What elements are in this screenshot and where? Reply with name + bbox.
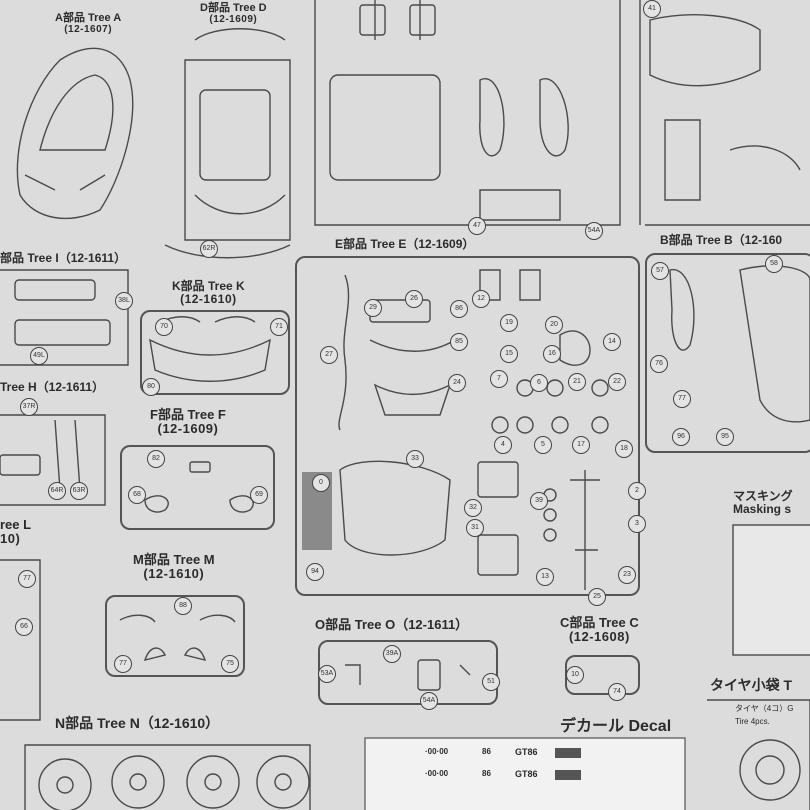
tree-m-label: M部品 Tree M(12-1610) xyxy=(133,552,215,582)
part-number: 3 xyxy=(628,515,646,533)
part-number: 77 xyxy=(114,655,132,673)
decal-number-1: ·00·00 xyxy=(425,747,449,756)
tree-k-frame xyxy=(140,310,290,395)
part-number: 39A xyxy=(383,645,401,663)
tire-bag-label: タイヤ小袋 T xyxy=(710,677,793,693)
decal-number-2: ·00·00 xyxy=(425,769,449,778)
tire-count-jp: タイヤ（4コ）G xyxy=(735,704,794,713)
part-number: 71 xyxy=(270,318,288,336)
part-number: 57 xyxy=(651,262,669,280)
tree-b-label: B部品 Tree B（12-160 xyxy=(660,233,783,247)
part-number: 66 xyxy=(15,618,33,636)
tree-a-label: A部品 Tree A(12-1607) xyxy=(55,12,122,36)
part-number: 2 xyxy=(628,482,646,500)
part-number: 32 xyxy=(464,499,482,517)
part-number: 25 xyxy=(588,588,606,606)
tree-d-label: D部品 Tree D(12-1609) xyxy=(200,2,267,26)
part-number: 80 xyxy=(142,378,160,396)
part-number: 70 xyxy=(155,318,173,336)
part-number: 68 xyxy=(128,486,146,504)
tire-count-en: Tire 4pcs. xyxy=(735,717,770,726)
part-number: 10 xyxy=(566,666,584,684)
part-number: 7 xyxy=(490,370,508,388)
part-number: 76 xyxy=(650,355,668,373)
part-number: 0 xyxy=(312,474,330,492)
part-number: 49L xyxy=(30,347,48,365)
part-number: 69 xyxy=(250,486,268,504)
part-number: 6 xyxy=(530,374,548,392)
part-number: 94 xyxy=(306,563,324,581)
tree-h-label: Tree H（12-1611） xyxy=(0,380,105,394)
part-number: 54A xyxy=(585,222,603,240)
part-number: 22 xyxy=(608,373,626,391)
tree-e-frame xyxy=(295,256,640,596)
part-number: 16 xyxy=(543,345,561,363)
part-number: 38L xyxy=(115,292,133,310)
tree-b-frame xyxy=(645,253,810,453)
part-number: 95 xyxy=(716,428,734,446)
part-number: 21 xyxy=(568,373,586,391)
part-number: 77 xyxy=(18,570,36,588)
part-number: 23 xyxy=(618,566,636,584)
part-number: 24 xyxy=(448,374,466,392)
decal-gt86-1: GT86 xyxy=(515,747,538,757)
part-number: 29 xyxy=(364,299,382,317)
part-number: 54A xyxy=(420,692,438,710)
part-number: 15 xyxy=(500,345,518,363)
decal-86-1: 86 xyxy=(482,747,491,756)
tree-f-label: F部品 Tree F(12-1609) xyxy=(150,407,226,437)
part-number: 5 xyxy=(534,436,552,454)
part-number: 82 xyxy=(147,450,165,468)
part-number: 18 xyxy=(615,440,633,458)
part-number: 74 xyxy=(608,683,626,701)
tree-m-frame xyxy=(105,595,245,677)
part-number: 86 xyxy=(450,300,468,318)
decal-black-block-1 xyxy=(555,748,581,758)
part-number: 58 xyxy=(765,255,783,273)
tree-i-label: 部品 Tree I（12-1611） xyxy=(0,251,127,265)
part-number: 12 xyxy=(472,290,490,308)
tree-o-label: O部品 Tree O（12-1611） xyxy=(315,617,469,632)
part-number: 62R xyxy=(200,240,218,258)
part-number: 77 xyxy=(673,390,691,408)
part-number: 4 xyxy=(494,436,512,454)
part-number: 20 xyxy=(545,316,563,334)
part-number: 31 xyxy=(466,519,484,537)
part-number: 19 xyxy=(500,314,518,332)
tree-e-label: E部品 Tree E（12-1609） xyxy=(335,237,475,251)
part-number: 13 xyxy=(536,568,554,586)
part-number: 63R xyxy=(70,482,88,500)
part-number: 47 xyxy=(468,217,486,235)
decal-86-2: 86 xyxy=(482,769,491,778)
part-number: 27 xyxy=(320,346,338,364)
part-number: 37R xyxy=(20,398,38,416)
part-number: 41 xyxy=(643,0,661,18)
part-number: 64R xyxy=(48,482,66,500)
part-number: 39 xyxy=(530,492,548,510)
decal-black-block-2 xyxy=(555,770,581,780)
part-number: 85 xyxy=(450,333,468,351)
tree-c-label: C部品 Tree C(12-1608) xyxy=(560,615,639,645)
part-number: 26 xyxy=(405,290,423,308)
tree-n-label: N部品 Tree N（12-1610） xyxy=(55,715,220,731)
decal-gt86-2: GT86 xyxy=(515,769,538,779)
part-number: 14 xyxy=(603,333,621,351)
decal-label: デカール Decal xyxy=(560,718,672,735)
tree-k-label: K部品 Tree K(12-1610) xyxy=(172,279,245,307)
tree-o-frame xyxy=(318,640,498,705)
part-number: 53A xyxy=(318,665,336,683)
part-number: 96 xyxy=(672,428,690,446)
part-number: 33 xyxy=(406,450,424,468)
part-number: 51 xyxy=(482,673,500,691)
part-number: 17 xyxy=(572,436,590,454)
part-number: 88 xyxy=(174,597,192,615)
part-number: 75 xyxy=(221,655,239,673)
tree-f-frame xyxy=(120,445,275,530)
